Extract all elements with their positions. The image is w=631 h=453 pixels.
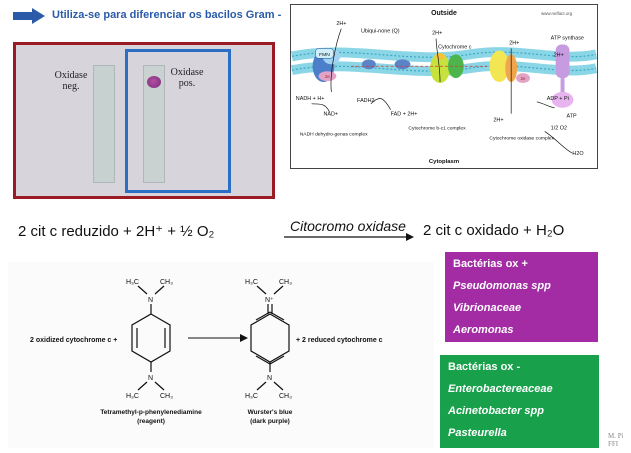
proton-label-2: 2H+ bbox=[432, 31, 442, 37]
reaction-arrow-icon bbox=[284, 233, 414, 241]
adp-label: ADP + Pi bbox=[547, 96, 569, 102]
equation-products: 2 cit c oxidado + H₂O bbox=[423, 222, 565, 239]
negative-item: Acinetobacter spp bbox=[448, 405, 544, 417]
positive-highlight-frame bbox=[125, 49, 231, 193]
svg-text:CH₃: CH₃ bbox=[279, 279, 292, 286]
nadh-label: NADH + H+ bbox=[296, 96, 325, 102]
svg-text:CH₃: CH₃ bbox=[160, 393, 173, 400]
svg-text:H₃C: H₃C bbox=[126, 393, 139, 400]
svg-text:N: N bbox=[148, 297, 153, 304]
svg-text:CH₃: CH₃ bbox=[279, 393, 292, 400]
positive-item: Vibrionaceae bbox=[453, 302, 522, 314]
fadh2-label: FADH2 bbox=[357, 98, 374, 104]
product-note: (dark purple) bbox=[250, 418, 290, 425]
fmn-label: FMN bbox=[319, 52, 330, 58]
watermark-text: www.nelfact.org bbox=[541, 11, 573, 16]
svg-text:N: N bbox=[267, 375, 272, 382]
electron-transport-diagram: Outside www.nelfact.org FMN 2e 2e 2H+ bbox=[290, 4, 598, 169]
svg-text:2e: 2e bbox=[521, 76, 526, 81]
reagent-name: Tetramethyl-p-phenylenediamine bbox=[100, 409, 202, 416]
negative-strip bbox=[93, 65, 115, 183]
cytoplasm-label: Cytoplasm bbox=[429, 159, 459, 165]
positive-item: Pseudomonas spp bbox=[453, 280, 551, 292]
atp-label: ATP bbox=[566, 114, 577, 120]
complex-one: FMN 2e bbox=[312, 48, 341, 83]
electron-label: 2e bbox=[325, 74, 330, 79]
half-oxygen-label: 1/2 O2 bbox=[551, 125, 567, 131]
header-text: Utiliza-se para diferenciar os bacilos G… bbox=[52, 9, 282, 21]
proton-label-4: 2H+ bbox=[493, 118, 503, 124]
svg-text:H₃C: H₃C bbox=[245, 393, 258, 400]
product-name: Wurster's blue bbox=[248, 409, 293, 416]
oxidase-equation: 2 cit c reduzido + 2H⁺ + ½ O₂ Citocromo … bbox=[18, 218, 628, 244]
positive-label: Oxidase pos. bbox=[170, 67, 204, 89]
nad-label: NAD+ bbox=[323, 112, 338, 118]
outside-label: Outside bbox=[431, 10, 457, 17]
tmpd-reaction-diagram: 2 oxidized cytochrome c + + 2 reduced cy… bbox=[8, 262, 434, 448]
complex-three bbox=[430, 52, 464, 84]
reagent-molecule bbox=[131, 285, 171, 391]
oxidase-test-photo: Oxidase neg. Oxidase pos. bbox=[13, 42, 275, 199]
svg-text:CH₃: CH₃ bbox=[160, 279, 173, 286]
cytochrome-c-label: Cytochrome c bbox=[438, 44, 472, 50]
positive-strip bbox=[143, 65, 165, 183]
complex-three-label: Cytochrome b-c1 complex bbox=[408, 125, 466, 131]
complex-one-label: NADH dehydro-genas complex bbox=[300, 131, 368, 137]
fad-label: FAD + 2H+ bbox=[391, 112, 418, 118]
ubiquinone-label: Ubiqui-none (Q) bbox=[361, 29, 400, 35]
negative-item: Enterobactereaceae bbox=[448, 383, 553, 395]
positive-box-title: Bactérias ox + bbox=[453, 258, 528, 270]
negative-label: Oxidase neg. bbox=[54, 70, 88, 92]
right-reaction-label: + 2 reduced cytochrome c bbox=[296, 337, 383, 344]
left-reaction-label: 2 oxidized cytochrome c + bbox=[30, 337, 117, 344]
oxidase-negative-box: Bactérias ox - Enterobactereaceae Acinet… bbox=[440, 355, 599, 448]
svg-text:N⁺: N⁺ bbox=[265, 297, 274, 304]
oxidase-positive-box: Bactérias ox + Pseudomonas spp Vibrionac… bbox=[445, 252, 598, 342]
positive-item: Aeromonas bbox=[453, 324, 514, 336]
water-label: H2O bbox=[572, 151, 583, 157]
arrow-right-icon bbox=[13, 8, 45, 24]
negative-box-title: Bactérias ox - bbox=[448, 361, 521, 373]
ubiquinone-shape bbox=[362, 59, 376, 70]
author-credit: M. Pi FFI bbox=[608, 432, 624, 448]
reagent-note: (reagent) bbox=[137, 418, 165, 425]
svg-text:N: N bbox=[148, 375, 153, 382]
atp-synthase-label: ATP synthase bbox=[551, 36, 584, 42]
svg-text:2H+: 2H+ bbox=[554, 52, 564, 58]
svg-text:H₃C: H₃C bbox=[126, 279, 139, 286]
equation-reactants: 2 cit c reduzido + 2H⁺ + ½ O₂ bbox=[18, 223, 215, 240]
negative-item: Pasteurella bbox=[448, 427, 507, 439]
purple-spot bbox=[147, 76, 161, 88]
equation-enzyme: Citocromo oxidase bbox=[290, 218, 406, 234]
proton-label-1: 2H+ bbox=[336, 21, 346, 27]
complex-four-label: Cytochrome oxidase complex bbox=[489, 135, 554, 141]
product-molecule bbox=[250, 285, 290, 391]
svg-text:H₃C: H₃C bbox=[245, 279, 258, 286]
atp-synthase-shape bbox=[551, 44, 574, 108]
proton-label-3: 2H+ bbox=[509, 41, 519, 47]
